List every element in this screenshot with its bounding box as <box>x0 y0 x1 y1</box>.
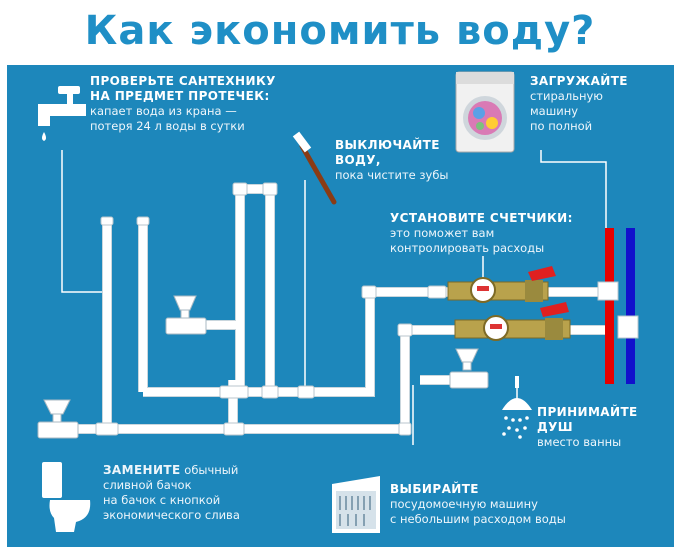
valve-icon <box>165 295 207 335</box>
tip-washer-text-3: по полной <box>530 119 593 133</box>
page-title: Как экономить воду? <box>84 8 596 54</box>
tip-washer-heading: ЗАГРУЖАЙТЕ <box>530 74 628 88</box>
tip-dishwasher: ВЫБИРАЙТЕ посудомоечную машину с небольш… <box>390 482 566 527</box>
toilet-icon <box>42 462 91 532</box>
tip-leaks-text-2: потеря 24 л воды в сутки <box>90 119 245 133</box>
tip-shower-heading-1: ПРИНИМАЙТЕ <box>537 405 638 419</box>
tip-shower-text: вместо ванны <box>537 435 622 449</box>
washing-machine-icon <box>455 71 515 153</box>
connector-lines <box>61 150 607 445</box>
hot-water-riser <box>605 228 614 384</box>
tip-teeth-text: пока чистите зубы <box>335 168 449 182</box>
shower-icon <box>502 376 532 439</box>
tip-washer-text-1: стиральную <box>530 89 603 103</box>
tip-dishwasher-text-2: с небольшим расходом воды <box>390 512 566 526</box>
tip-teeth: ВЫКЛЮЧАЙТЕ ВОДУ, пока чистите зубы <box>335 138 449 183</box>
tip-toilet: ЗАМЕНИТЕ обычный сливной бачок на бачок … <box>103 463 240 523</box>
tip-leaks-heading-1: ПРОВЕРЬТЕ САНТЕХНИКУ <box>90 74 276 88</box>
tip-meters-text-1: это поможет вам <box>390 226 495 240</box>
tip-teeth-heading-1: ВЫКЛЮЧАЙТЕ <box>335 138 440 152</box>
toothbrush-icon <box>292 131 337 205</box>
tip-dishwasher-heading: ВЫБИРАЙТЕ <box>390 482 479 496</box>
tip-dishwasher-text-1: посудомоечную машину <box>390 497 538 511</box>
connector-line-faucet <box>61 150 107 293</box>
water-meter-icon <box>447 266 556 303</box>
tip-toilet-text-3: на бачок с кнопкой <box>103 493 221 507</box>
valve-icon <box>449 348 489 389</box>
tip-washer-text-2: машину <box>530 104 579 118</box>
tip-teeth-heading-2: ВОДУ, <box>335 153 381 167</box>
valve-icon <box>528 266 556 281</box>
dishwasher-icon <box>332 476 380 533</box>
tip-leaks-heading-2: НА ПРЕДМЕТ ПРОТЕЧЕК: <box>90 89 270 103</box>
water-meter-icon <box>454 302 571 341</box>
tip-toilet-text-2: сливной бачок <box>103 478 192 492</box>
tip-meters: УСТАНОВИТЕ СЧЕТЧИКИ: это поможет вам кон… <box>390 211 573 256</box>
valve-icon <box>540 302 569 317</box>
tip-toilet-text-1: обычный <box>180 463 239 477</box>
tip-leaks: ПРОВЕРЬТЕ САНТЕХНИКУ НА ПРЕДМЕТ ПРОТЕЧЕК… <box>90 74 276 134</box>
tip-meters-heading: УСТАНОВИТЕ СЧЕТЧИКИ: <box>390 211 573 225</box>
tip-leaks-text-1: капает вода из крана — <box>90 104 237 118</box>
tip-toilet-text-4: экономического слива <box>103 508 240 522</box>
tip-shower: ПРИНИМАЙТЕ ДУШ вместо ванны <box>537 405 638 450</box>
cold-water-riser <box>626 228 635 384</box>
tip-washer: ЗАГРУЖАЙТЕ стиральную машину по полной <box>530 74 628 134</box>
tip-shower-heading-2: ДУШ <box>537 420 573 434</box>
tip-toilet-heading: ЗАМЕНИТЕ <box>103 463 181 477</box>
connector-line-washer <box>540 150 607 290</box>
tip-meters-text-2: контролировать расходы <box>390 241 545 255</box>
valve-icon <box>37 399 79 439</box>
faucet-icon <box>38 86 86 141</box>
